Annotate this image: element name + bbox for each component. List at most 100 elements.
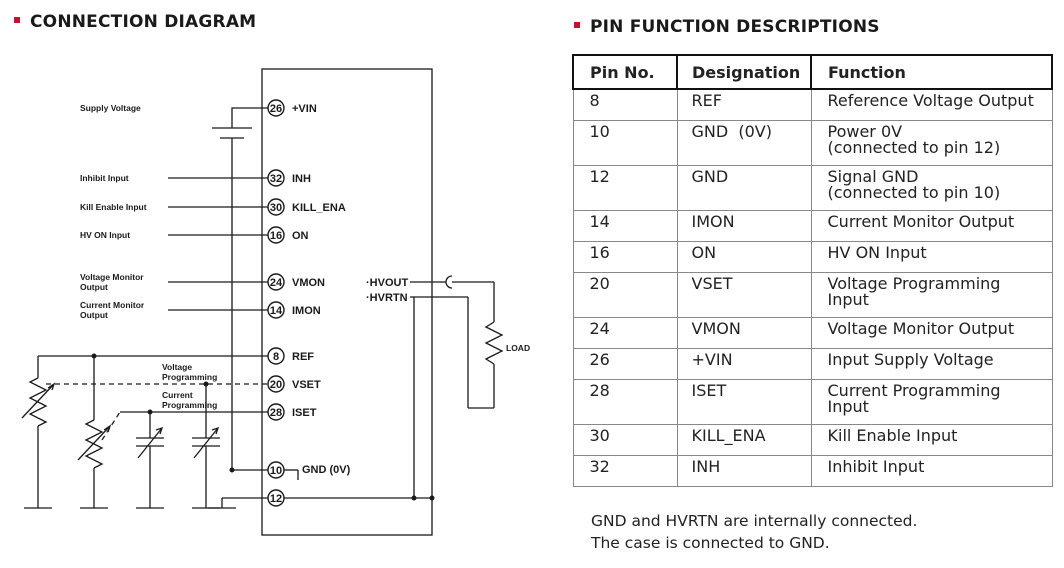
- pin-cell: 10: [572, 120, 678, 166]
- pin-label: REF: [292, 351, 314, 363]
- pin-30-marker: [267, 198, 285, 216]
- designation-cell: REF: [676, 88, 812, 121]
- designation-cell: ON: [676, 241, 812, 273]
- pin-label: INH: [292, 173, 311, 185]
- inhibit-input-label: Inhibit Input: [80, 173, 129, 183]
- bullet-icon: [574, 22, 580, 28]
- pin-8-marker: [267, 347, 285, 365]
- pin-cell: 28: [572, 379, 678, 425]
- table-row: 16 ON HV ON Input: [572, 241, 1053, 273]
- column-header: Function: [810, 54, 1053, 90]
- designation-cell: +VIN: [676, 348, 812, 380]
- voltage-monitor-label: Voltage Monitor: [80, 272, 144, 282]
- designation-cell: VSET: [676, 272, 812, 318]
- table-row: 10 GND (0V) Power 0V(connected to pin 12…: [572, 120, 1053, 166]
- pin-cell: 12: [572, 165, 678, 211]
- pin-number: 12: [270, 493, 282, 505]
- pin-number: 28: [270, 407, 282, 419]
- pin-cell: 20: [572, 272, 678, 318]
- pin-functions-title: PIN FUNCTION DESCRIPTIONS: [574, 17, 880, 37]
- pin-cell: 32: [572, 455, 678, 487]
- pin-label: ON: [292, 230, 309, 242]
- hvrtn-label: ·HVRTN: [366, 292, 408, 304]
- pin-16-marker: [267, 226, 285, 244]
- pin-number: 20: [270, 379, 282, 391]
- pin-24-marker: [267, 273, 285, 291]
- pin-number: 14: [270, 305, 283, 317]
- current-monitor-label: Current Monitor: [80, 300, 145, 310]
- designation-cell: VMON: [676, 317, 812, 349]
- pin-cell: 16: [572, 241, 678, 273]
- table-row: 30 KILL_ENA Kill Enable Input: [572, 424, 1053, 456]
- voltage-programming-label-2: Programming: [162, 372, 217, 382]
- function-cell: Inhibit Input: [810, 455, 1053, 487]
- table-row: 26 +VIN Input Supply Voltage: [572, 348, 1053, 380]
- table-row: 24 VMON Voltage Monitor Output: [572, 317, 1053, 349]
- pin-cell: 30: [572, 424, 678, 456]
- pin-12-marker: [267, 489, 285, 507]
- pin-10-marker: [267, 461, 285, 479]
- pin-20-marker: [267, 375, 285, 393]
- pin-14-marker: [267, 301, 285, 319]
- connection-diagram-title: CONNECTION DIAGRAM: [14, 12, 256, 32]
- pin-cell: 26: [572, 348, 678, 380]
- notes: GND and HVRTN are internally connected. …: [591, 510, 917, 554]
- pin-label: KILL_ENA: [292, 202, 346, 214]
- pin-number: 30: [270, 202, 282, 214]
- pin-number: 24: [270, 277, 283, 289]
- pin-26-marker: [267, 99, 285, 117]
- function-cell: Current Monitor Output: [810, 210, 1053, 242]
- voltage-pot: [28, 377, 48, 427]
- voltage-monitor-label-2: Output: [80, 282, 108, 292]
- table-header-row: Pin No. Designation Function: [572, 54, 1053, 90]
- note-line: GND and HVRTN are internally connected.: [591, 512, 918, 530]
- pin-label: VSET: [292, 379, 321, 391]
- table-row: 32 INH Inhibit Input: [572, 455, 1053, 487]
- load-resistor: [484, 321, 504, 365]
- column-header: Designation: [676, 54, 812, 90]
- pin-label: VMON: [292, 277, 325, 289]
- vin-wire: [231, 107, 268, 128]
- pin-label: +VIN: [292, 103, 317, 115]
- table-row: 14 IMON Current Monitor Output: [572, 210, 1053, 242]
- pin-label: ISET: [292, 407, 317, 419]
- load-label: LOAD: [506, 343, 530, 353]
- current-monitor-label-2: Output: [80, 310, 108, 320]
- designation-cell: GND (0V): [676, 120, 812, 166]
- table-row: 8 REF Reference Voltage Output: [572, 88, 1053, 121]
- current-programming-label: Current: [162, 390, 193, 400]
- pin-32-marker: [267, 169, 285, 187]
- function-cell: Signal GND(connected to pin 10): [810, 165, 1053, 211]
- module-body: [261, 68, 433, 536]
- hvout-label: ·HVOUT: [366, 277, 408, 289]
- pin-number: 32: [270, 173, 282, 185]
- designation-cell: KILL_ENA: [676, 424, 812, 456]
- designation-cell: GND: [676, 165, 812, 211]
- designation-cell: IMON: [676, 210, 812, 242]
- supply-voltage-label: Supply Voltage: [80, 103, 141, 113]
- hv-on-input-label: HV ON Input: [80, 230, 130, 240]
- pin-cell: 8: [572, 88, 678, 121]
- pin-number: 26: [270, 103, 282, 115]
- column-header: Pin No.: [572, 54, 678, 90]
- voltage-programming-label: Voltage: [162, 362, 192, 372]
- function-cell: Power 0V(connected to pin 12): [810, 120, 1053, 166]
- function-cell: Kill Enable Input: [810, 424, 1053, 456]
- function-cell: HV ON Input: [810, 241, 1053, 273]
- pin-cell: 14: [572, 210, 678, 242]
- function-cell: Reference Voltage Output: [810, 88, 1053, 121]
- current-programming-label-2: Programming: [162, 400, 217, 410]
- function-cell: Voltage Monitor Output: [810, 317, 1053, 349]
- pin-28-marker: [267, 403, 285, 421]
- connection-diagram: 26 32 30 16 24 14 8 20 28 10 12 +VIN INH…: [21, 68, 530, 536]
- table-row: 12 GND Signal GND(connected to pin 10): [572, 165, 1053, 211]
- designation-cell: INH: [676, 455, 812, 487]
- pin-number: 16: [270, 230, 282, 242]
- pin-label: IMON: [292, 305, 321, 317]
- function-cell: Input Supply Voltage: [810, 348, 1053, 380]
- pin-label: GND (0V): [302, 464, 351, 476]
